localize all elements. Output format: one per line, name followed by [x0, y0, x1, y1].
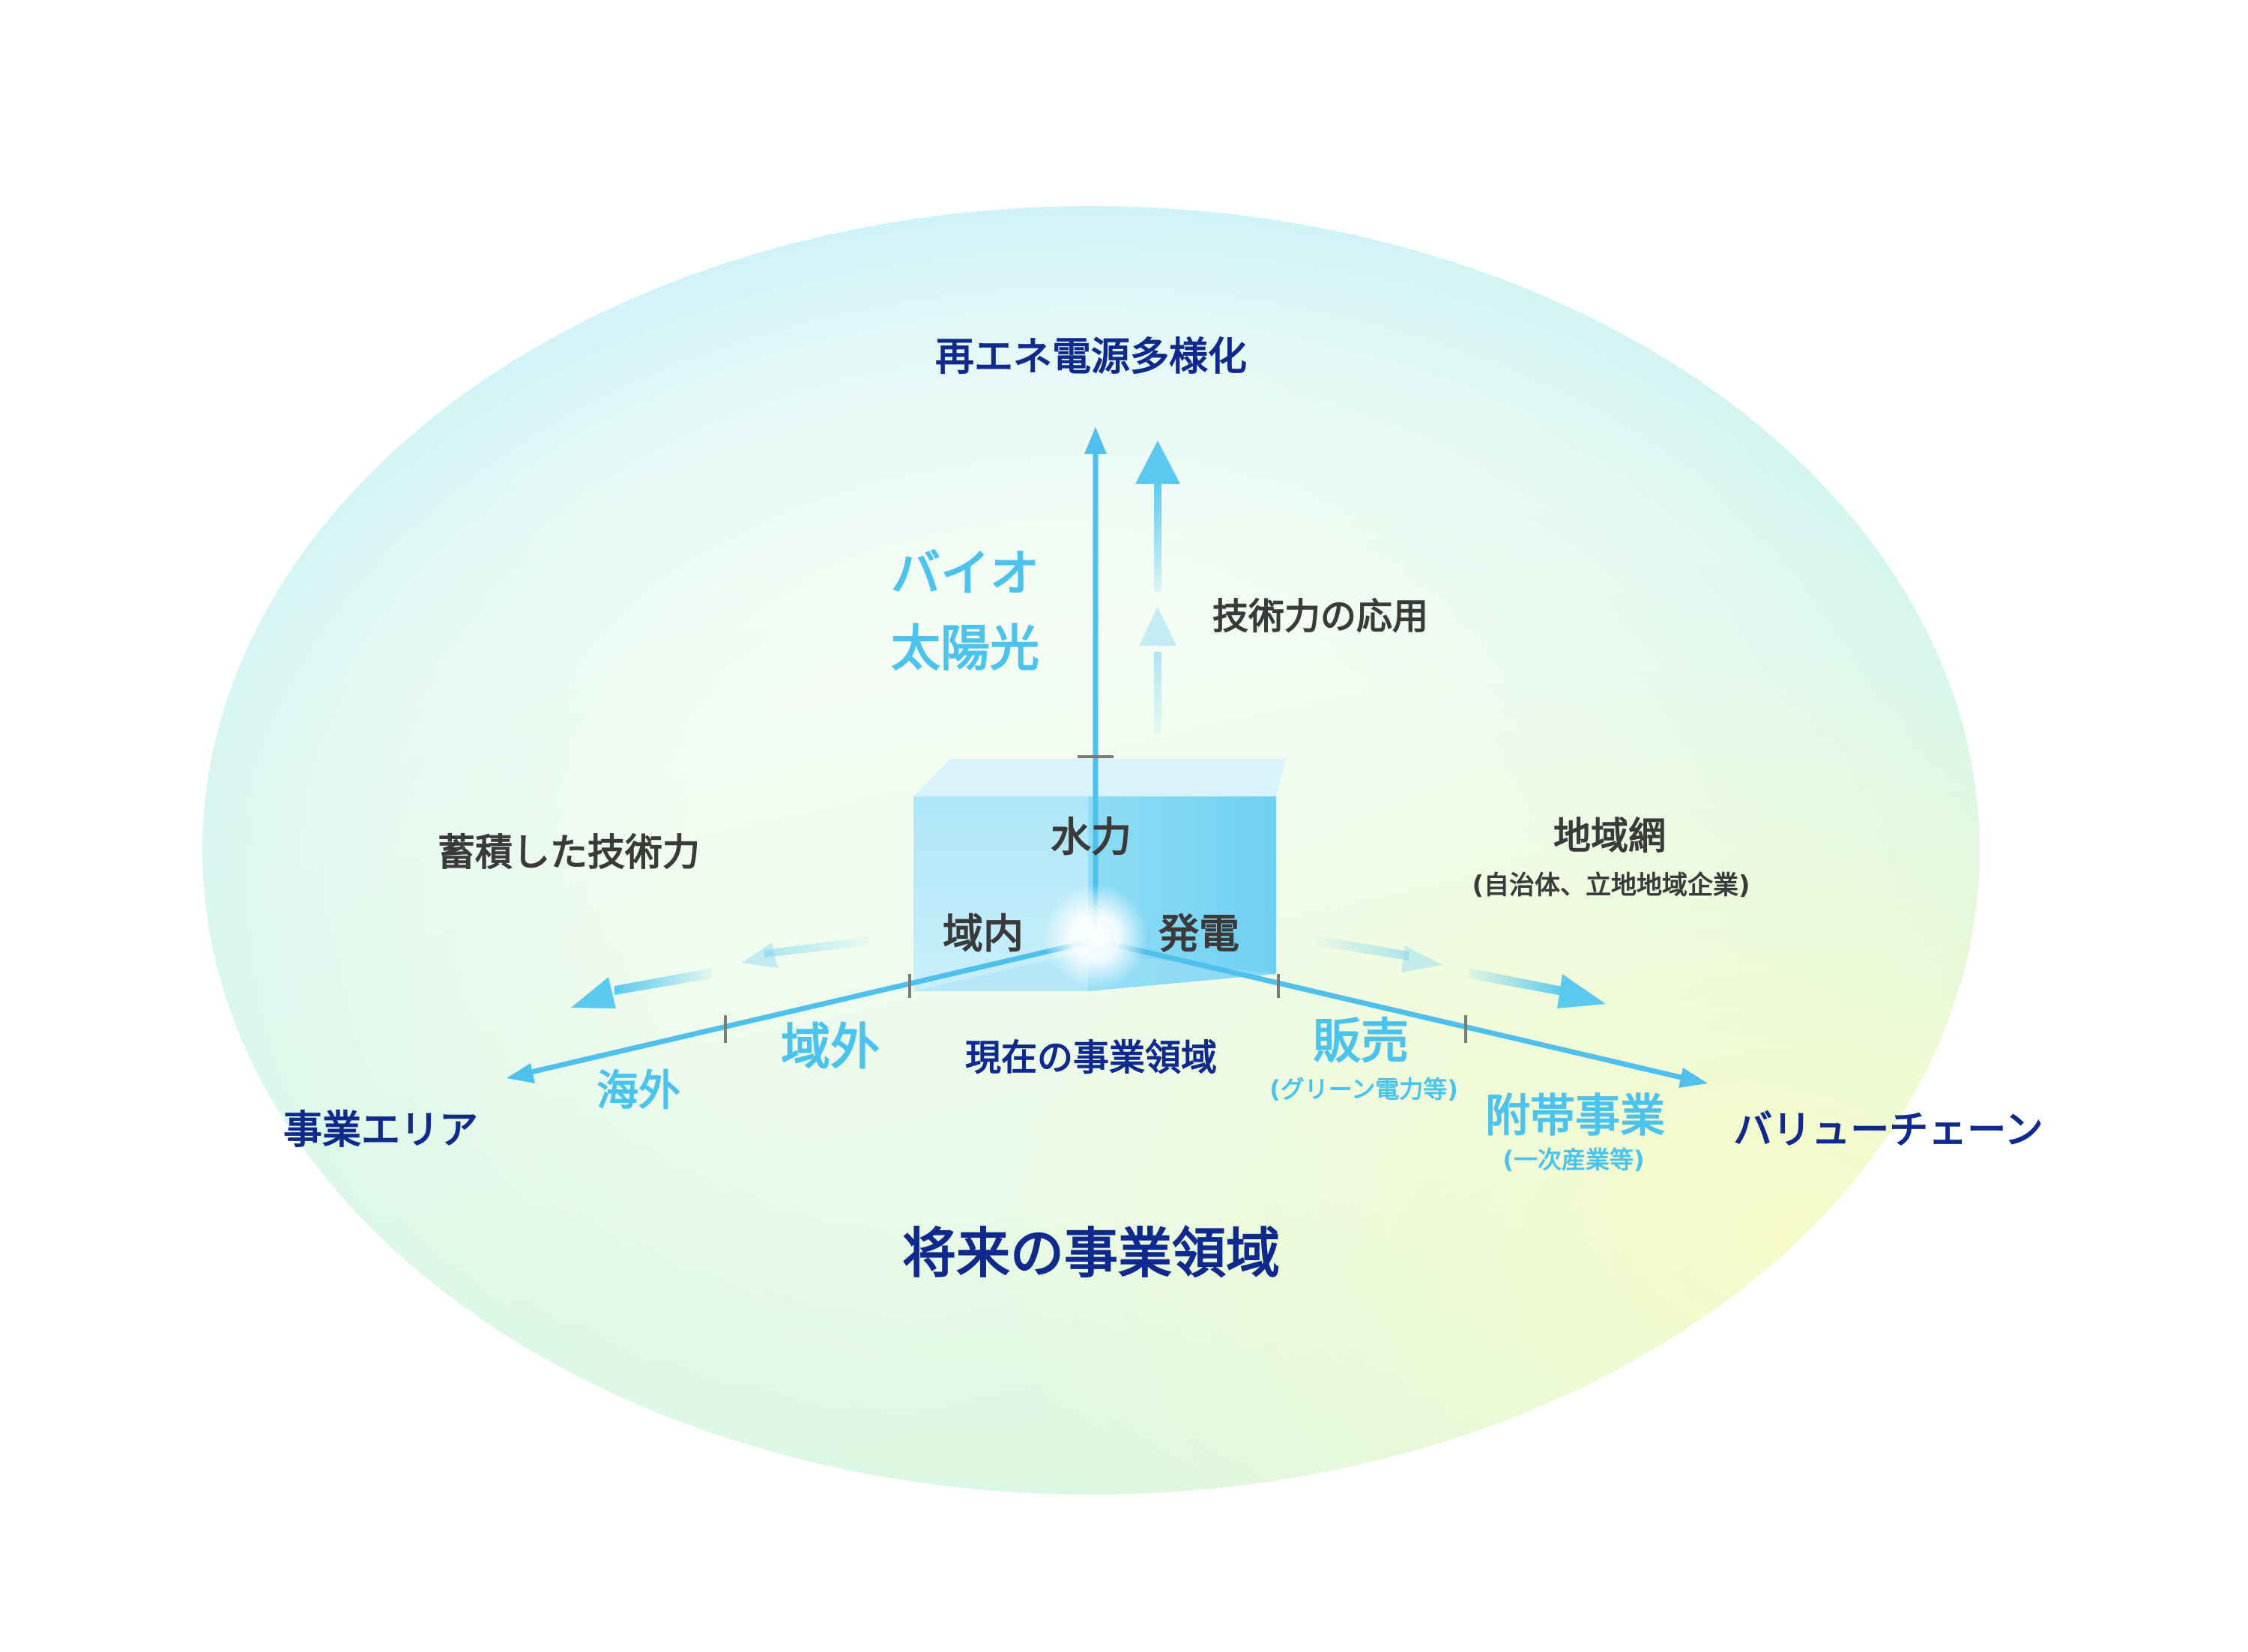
arrowhead-left: [507, 1063, 535, 1083]
right-item-inner-sub: (グリーン電力等): [1269, 1075, 1458, 1104]
axis-top-title: 再エネ電源多様化: [934, 335, 1248, 380]
left-item-outer: 海外: [596, 1067, 680, 1116]
right-item-outer: 附帯事業: [1485, 1090, 1665, 1143]
origin-glow: [1043, 884, 1148, 989]
growth-arrows-left: [571, 937, 869, 1008]
note-tech-accumulated: 蓄積した技術力: [438, 831, 700, 874]
note-tech-apply: 技術力の応用: [1212, 596, 1429, 638]
growth-arrows-up: [1135, 441, 1180, 734]
note-regional-network: 地域網: [1553, 814, 1666, 858]
cube-label-right: 発電: [1158, 910, 1239, 957]
arrowhead-right: [1679, 1068, 1708, 1088]
vertical-item-bio: バイオ: [891, 545, 1039, 602]
vertical-item-solar: 太陽光: [891, 620, 1039, 677]
arrowhead-up: [1084, 427, 1107, 454]
right-item-outer-sub: (一次産業等): [1502, 1146, 1645, 1174]
cube-label-top: 水力: [1051, 814, 1131, 861]
growth-arrows-right: [1315, 935, 1606, 1008]
axis-right-title: バリューチェーン: [1733, 1108, 2043, 1153]
axis-left: [524, 937, 1096, 1077]
axis-ticks: [724, 755, 1467, 1043]
current-domain-label: 現在の事業領域: [964, 1037, 1218, 1079]
future-domain-title: 将来の事業領域: [901, 1222, 1281, 1285]
axis-right: [1095, 937, 1688, 1082]
cube-label-left: 域内: [943, 910, 1024, 957]
left-item-inner: 域外: [781, 1018, 880, 1076]
note-regional-network-sub: (自治体、立地地域企業): [1472, 871, 1750, 901]
axis-lines: [524, 450, 1688, 1082]
axis-arrowheads: [507, 427, 1708, 1088]
right-item-inner: 販売: [1313, 1014, 1409, 1070]
axis-left-title: 事業エリア: [282, 1108, 479, 1153]
